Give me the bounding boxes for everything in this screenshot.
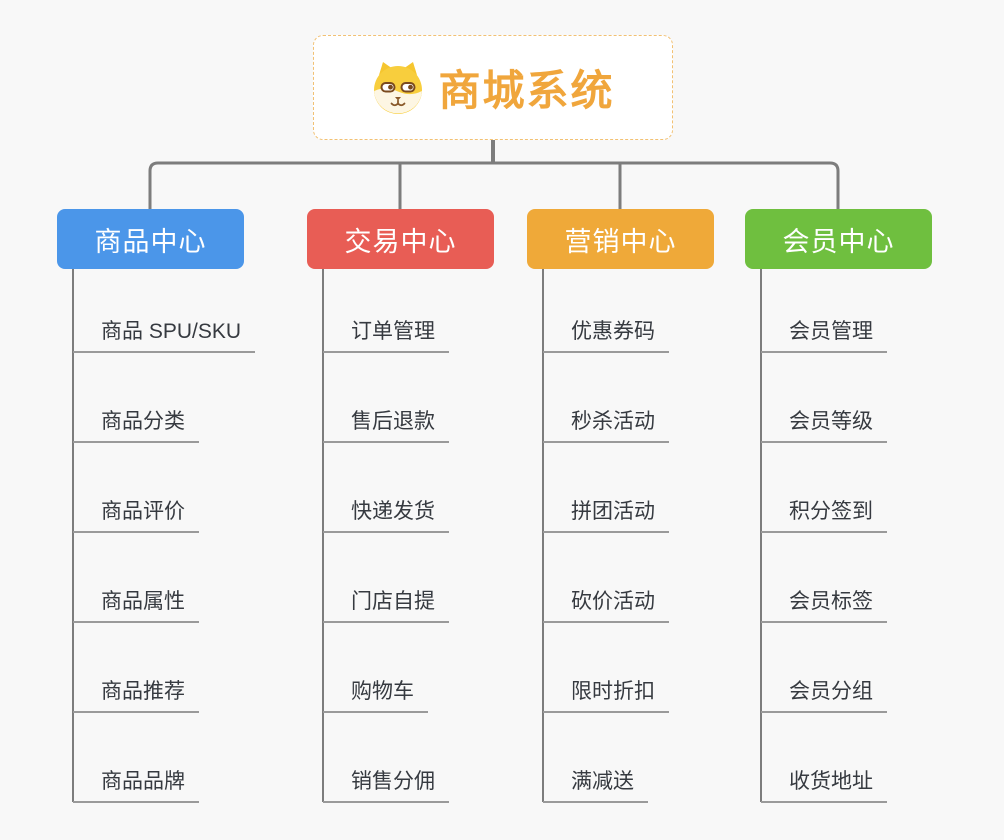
leaf-node[interactable]: 快递发货: [323, 443, 573, 533]
leaf-node-label: 满减送: [543, 765, 648, 803]
leaf-node[interactable]: 门店自提: [323, 533, 573, 623]
leaf-node[interactable]: 商品品牌: [73, 713, 323, 803]
leaf-node[interactable]: 收货地址: [761, 713, 1004, 803]
leaf-node-label: 积分签到: [761, 495, 887, 533]
branch-node-member-center[interactable]: 会员中心: [745, 209, 932, 269]
leaf-node-label: 商品推荐: [73, 675, 199, 713]
leaf-node-label: 优惠券码: [543, 315, 669, 353]
shiba-dog-icon: [374, 61, 423, 114]
root-node[interactable]: 商城系统: [313, 35, 673, 140]
leaf-node-label: 会员管理: [761, 315, 887, 353]
leaf-node[interactable]: 商品属性: [73, 533, 323, 623]
leaf-node[interactable]: 商品评价: [73, 443, 323, 533]
leaf-node[interactable]: 会员等级: [761, 353, 1004, 443]
branch-items-marketing-center: 优惠券码 秒杀活动 拼团活动 砍价活动 限时折扣 满减送: [543, 263, 793, 803]
leaf-node[interactable]: 满减送: [543, 713, 793, 803]
leaf-node[interactable]: 订单管理: [323, 263, 573, 353]
leaf-node[interactable]: 拼团活动: [543, 443, 793, 533]
leaf-node-label: 购物车: [323, 675, 428, 713]
branch-items-member-center: 会员管理 会员等级 积分签到 会员标签 会员分组 收货地址: [761, 263, 1004, 803]
leaf-node-label: 会员分组: [761, 675, 887, 713]
leaf-node-label: 门店自提: [323, 585, 449, 623]
branch-node-product-center[interactable]: 商品中心: [57, 209, 244, 269]
leaf-node[interactable]: 优惠券码: [543, 263, 793, 353]
leaf-node[interactable]: 限时折扣: [543, 623, 793, 713]
leaf-node-label: 会员等级: [761, 405, 887, 443]
leaf-node[interactable]: 购物车: [323, 623, 573, 713]
leaf-node-label: 商品 SPU/SKU: [73, 315, 256, 353]
leaf-node-label: 会员标签: [761, 585, 887, 623]
leaf-node-label: 商品分类: [73, 405, 199, 443]
branch-node-trade-center[interactable]: 交易中心: [307, 209, 494, 269]
leaf-node-label: 订单管理: [323, 315, 449, 353]
branch-items-product-center: 商品 SPU/SKU 商品分类 商品评价 商品属性 商品推荐 商品品牌: [73, 263, 323, 803]
leaf-node[interactable]: 积分签到: [761, 443, 1004, 533]
leaf-node[interactable]: 销售分佣: [323, 713, 573, 803]
leaf-node-label: 售后退款: [323, 405, 449, 443]
leaf-node[interactable]: 会员标签: [761, 533, 1004, 623]
leaf-node-label: 秒杀活动: [543, 405, 669, 443]
branch-items-trade-center: 订单管理 售后退款 快递发货 门店自提 购物车 销售分佣: [323, 263, 573, 803]
leaf-node-label: 拼团活动: [543, 495, 669, 533]
leaf-node-label: 收货地址: [761, 765, 887, 803]
leaf-node[interactable]: 秒杀活动: [543, 353, 793, 443]
leaf-node[interactable]: 砍价活动: [543, 533, 793, 623]
leaf-node[interactable]: 商品推荐: [73, 623, 323, 713]
leaf-node-label: 商品评价: [73, 495, 199, 533]
leaf-node-label: 销售分佣: [323, 765, 449, 803]
leaf-node[interactable]: 会员分组: [761, 623, 1004, 713]
branch-node-marketing-center[interactable]: 营销中心: [527, 209, 714, 269]
root-title: 商城系统: [438, 67, 615, 114]
leaf-node[interactable]: 商品 SPU/SKU: [73, 263, 323, 353]
leaf-node-label: 快递发货: [323, 495, 449, 533]
leaf-node-label: 砍价活动: [543, 585, 669, 623]
leaf-node[interactable]: 商品分类: [73, 353, 323, 443]
leaf-node[interactable]: 会员管理: [761, 263, 1004, 353]
leaf-node-label: 商品品牌: [73, 765, 199, 803]
leaf-node[interactable]: 售后退款: [323, 353, 573, 443]
leaf-node-label: 限时折扣: [543, 675, 669, 713]
leaf-node-label: 商品属性: [73, 585, 199, 623]
